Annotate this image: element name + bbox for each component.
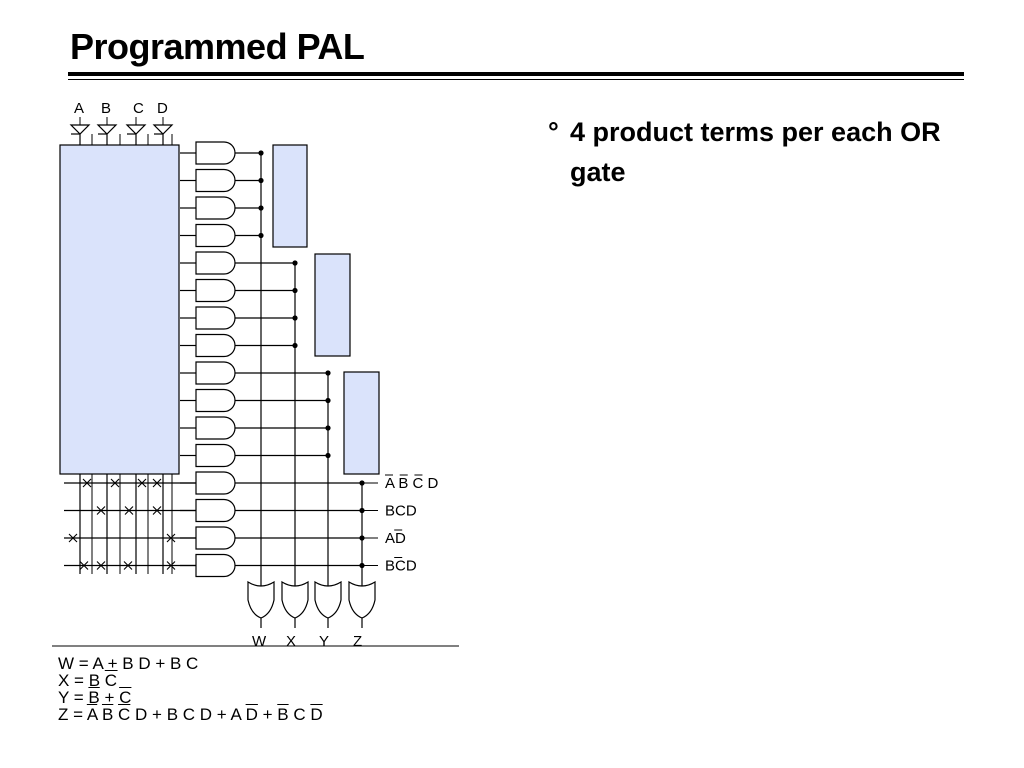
and-gate <box>195 498 236 523</box>
and-gate <box>195 471 236 495</box>
fuse-marker <box>152 478 162 488</box>
connection-dot <box>292 315 298 321</box>
input-buffer <box>152 124 174 135</box>
or-gate <box>281 580 309 619</box>
connection-dot <box>258 150 264 156</box>
fuse-marker <box>96 561 106 570</box>
slide-title: Programmed PAL <box>70 26 365 67</box>
fuse-marker <box>166 533 176 543</box>
connection-dot <box>359 480 365 486</box>
input-label-b: B <box>101 100 111 117</box>
and-gate <box>195 333 236 358</box>
fuse-marker <box>68 533 78 543</box>
and-gate <box>195 306 236 330</box>
bullet-text: 4 product terms per each OR gate <box>570 117 941 187</box>
equation-w: W = A + B D + B C <box>58 654 199 673</box>
and-gate <box>195 278 236 303</box>
product-label-1: A B C D <box>385 475 439 492</box>
or-block-2 <box>314 253 351 357</box>
input-buffer <box>69 124 91 135</box>
fuse-marker <box>82 478 92 488</box>
fuse-marker <box>110 478 120 488</box>
and-gate <box>195 553 236 578</box>
and-gate <box>195 388 236 413</box>
and-gate <box>195 196 236 220</box>
connection-dot <box>359 507 365 514</box>
input-label-c: C <box>133 100 144 117</box>
and-gate <box>195 168 236 193</box>
title-rule-thin <box>68 79 964 80</box>
and-gate <box>195 361 236 385</box>
equation-y: Y = B + C <box>58 688 132 707</box>
fuse-marker <box>166 561 176 570</box>
input-buffer <box>125 124 147 135</box>
connection-dot <box>292 342 298 349</box>
title-rule <box>68 72 964 76</box>
connection-dot <box>325 370 331 376</box>
and-gate <box>195 416 236 440</box>
or-block-3 <box>343 371 380 475</box>
output-label-x: X <box>286 633 296 650</box>
fuse-marker <box>96 506 106 515</box>
connection-dot <box>258 232 264 239</box>
input-label-a: A <box>74 100 84 117</box>
output-label-z: Z <box>353 633 362 650</box>
connection-dot <box>325 425 331 431</box>
output-label-y: Y <box>319 633 329 650</box>
bullet-mark: ° <box>548 117 559 147</box>
connection-dot <box>325 397 331 404</box>
product-label-3: AD <box>385 530 406 547</box>
connection-dot <box>292 260 298 266</box>
or-gate <box>348 580 376 619</box>
or-block-1 <box>272 144 308 248</box>
connection-dot <box>258 205 264 211</box>
connection-dot <box>258 177 264 184</box>
input-buffer <box>96 124 118 135</box>
fuse-marker <box>137 478 147 488</box>
product-label-2: BCD <box>385 503 417 520</box>
fuse-marker <box>124 506 134 515</box>
output-label-w: W <box>252 633 267 650</box>
connection-dot <box>359 562 365 569</box>
bullet-item: ° 4 product terms per each OR gate <box>548 112 968 192</box>
or-gate <box>314 580 342 619</box>
equation-x: X = B C <box>58 671 118 690</box>
product-label-4: BCD <box>385 558 417 575</box>
and-gate <box>195 443 236 468</box>
fuse-marker <box>123 561 133 570</box>
connection-dot <box>325 452 331 459</box>
and-gate <box>195 141 236 165</box>
fuse-marker <box>79 561 89 570</box>
connection-dot <box>359 535 365 541</box>
and-array-block <box>59 144 180 475</box>
and-gate <box>195 223 236 248</box>
fuse-marker <box>152 506 162 515</box>
input-label-d: D <box>157 100 168 117</box>
connection-dot <box>292 287 298 294</box>
and-gate <box>195 526 236 550</box>
equations: W = A + B D + B C X = B C Y = B + C Z = … <box>58 655 323 723</box>
and-gate <box>195 251 236 275</box>
or-gate <box>247 580 275 619</box>
equation-z: Z = A B C D + B C D + A D + B C D <box>58 705 323 724</box>
